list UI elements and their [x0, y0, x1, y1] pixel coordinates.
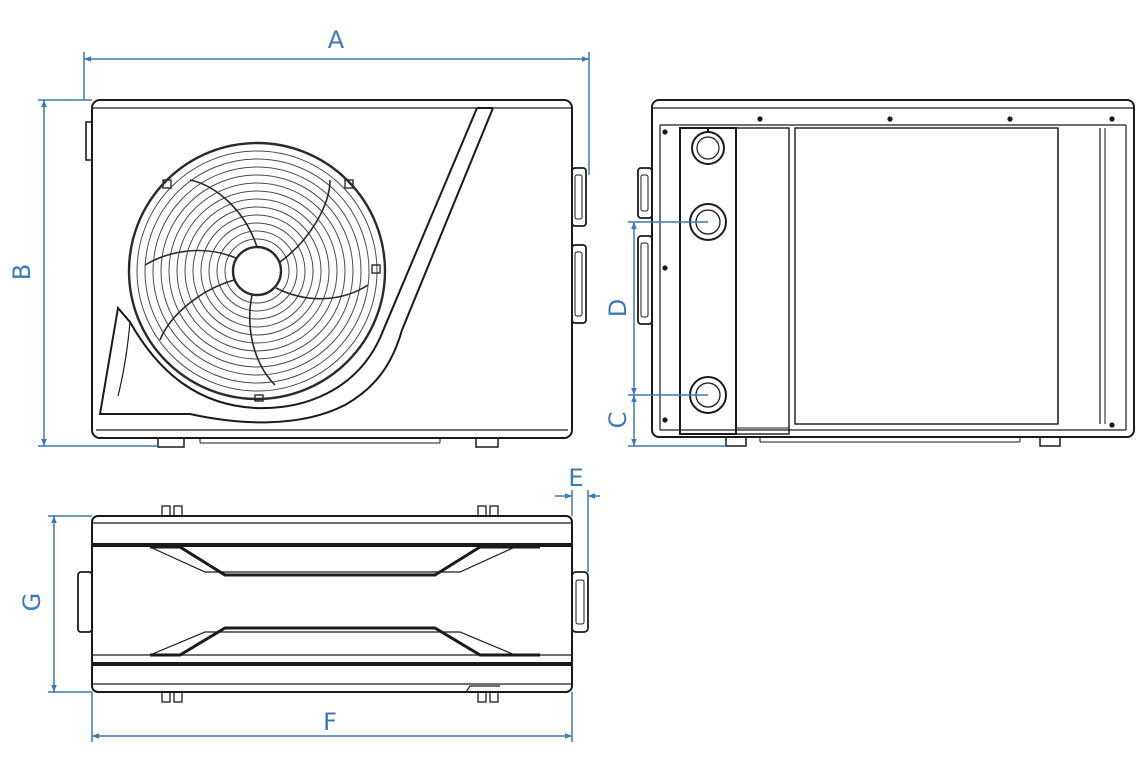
top-ribbon-upper [150, 545, 540, 577]
dim-label-g: G [18, 592, 46, 612]
dim-label-d: D [604, 298, 632, 318]
dimension-lines [38, 52, 726, 742]
connection-panel [679, 127, 737, 435]
side-grille [794, 127, 1059, 425]
side-handle-lower [637, 235, 653, 325]
top-ribbon-lower [150, 626, 540, 657]
front-view [85, 99, 587, 448]
front-left-bracket [85, 121, 92, 161]
dim-label-e: E [568, 464, 584, 492]
side-view [637, 99, 1135, 447]
front-housing [91, 99, 573, 439]
fan-guard [127, 141, 387, 402]
side-handle-upper [637, 167, 653, 219]
front-foot-left [157, 437, 185, 448]
top-handle-left [77, 571, 93, 633]
dim-label-f: F [323, 708, 337, 736]
front-foot-right [475, 437, 499, 448]
dim-label-a: A [327, 26, 345, 54]
top-view [77, 505, 589, 703]
front-handle-lower [571, 244, 587, 324]
fan-hub [231, 245, 283, 297]
dim-label-c: C [604, 411, 632, 429]
front-handle-upper [571, 167, 587, 227]
dim-label-b: B [8, 263, 36, 281]
side-foot-right [1039, 436, 1061, 447]
side-foot-left [725, 436, 747, 447]
top-handle-right [571, 571, 589, 633]
